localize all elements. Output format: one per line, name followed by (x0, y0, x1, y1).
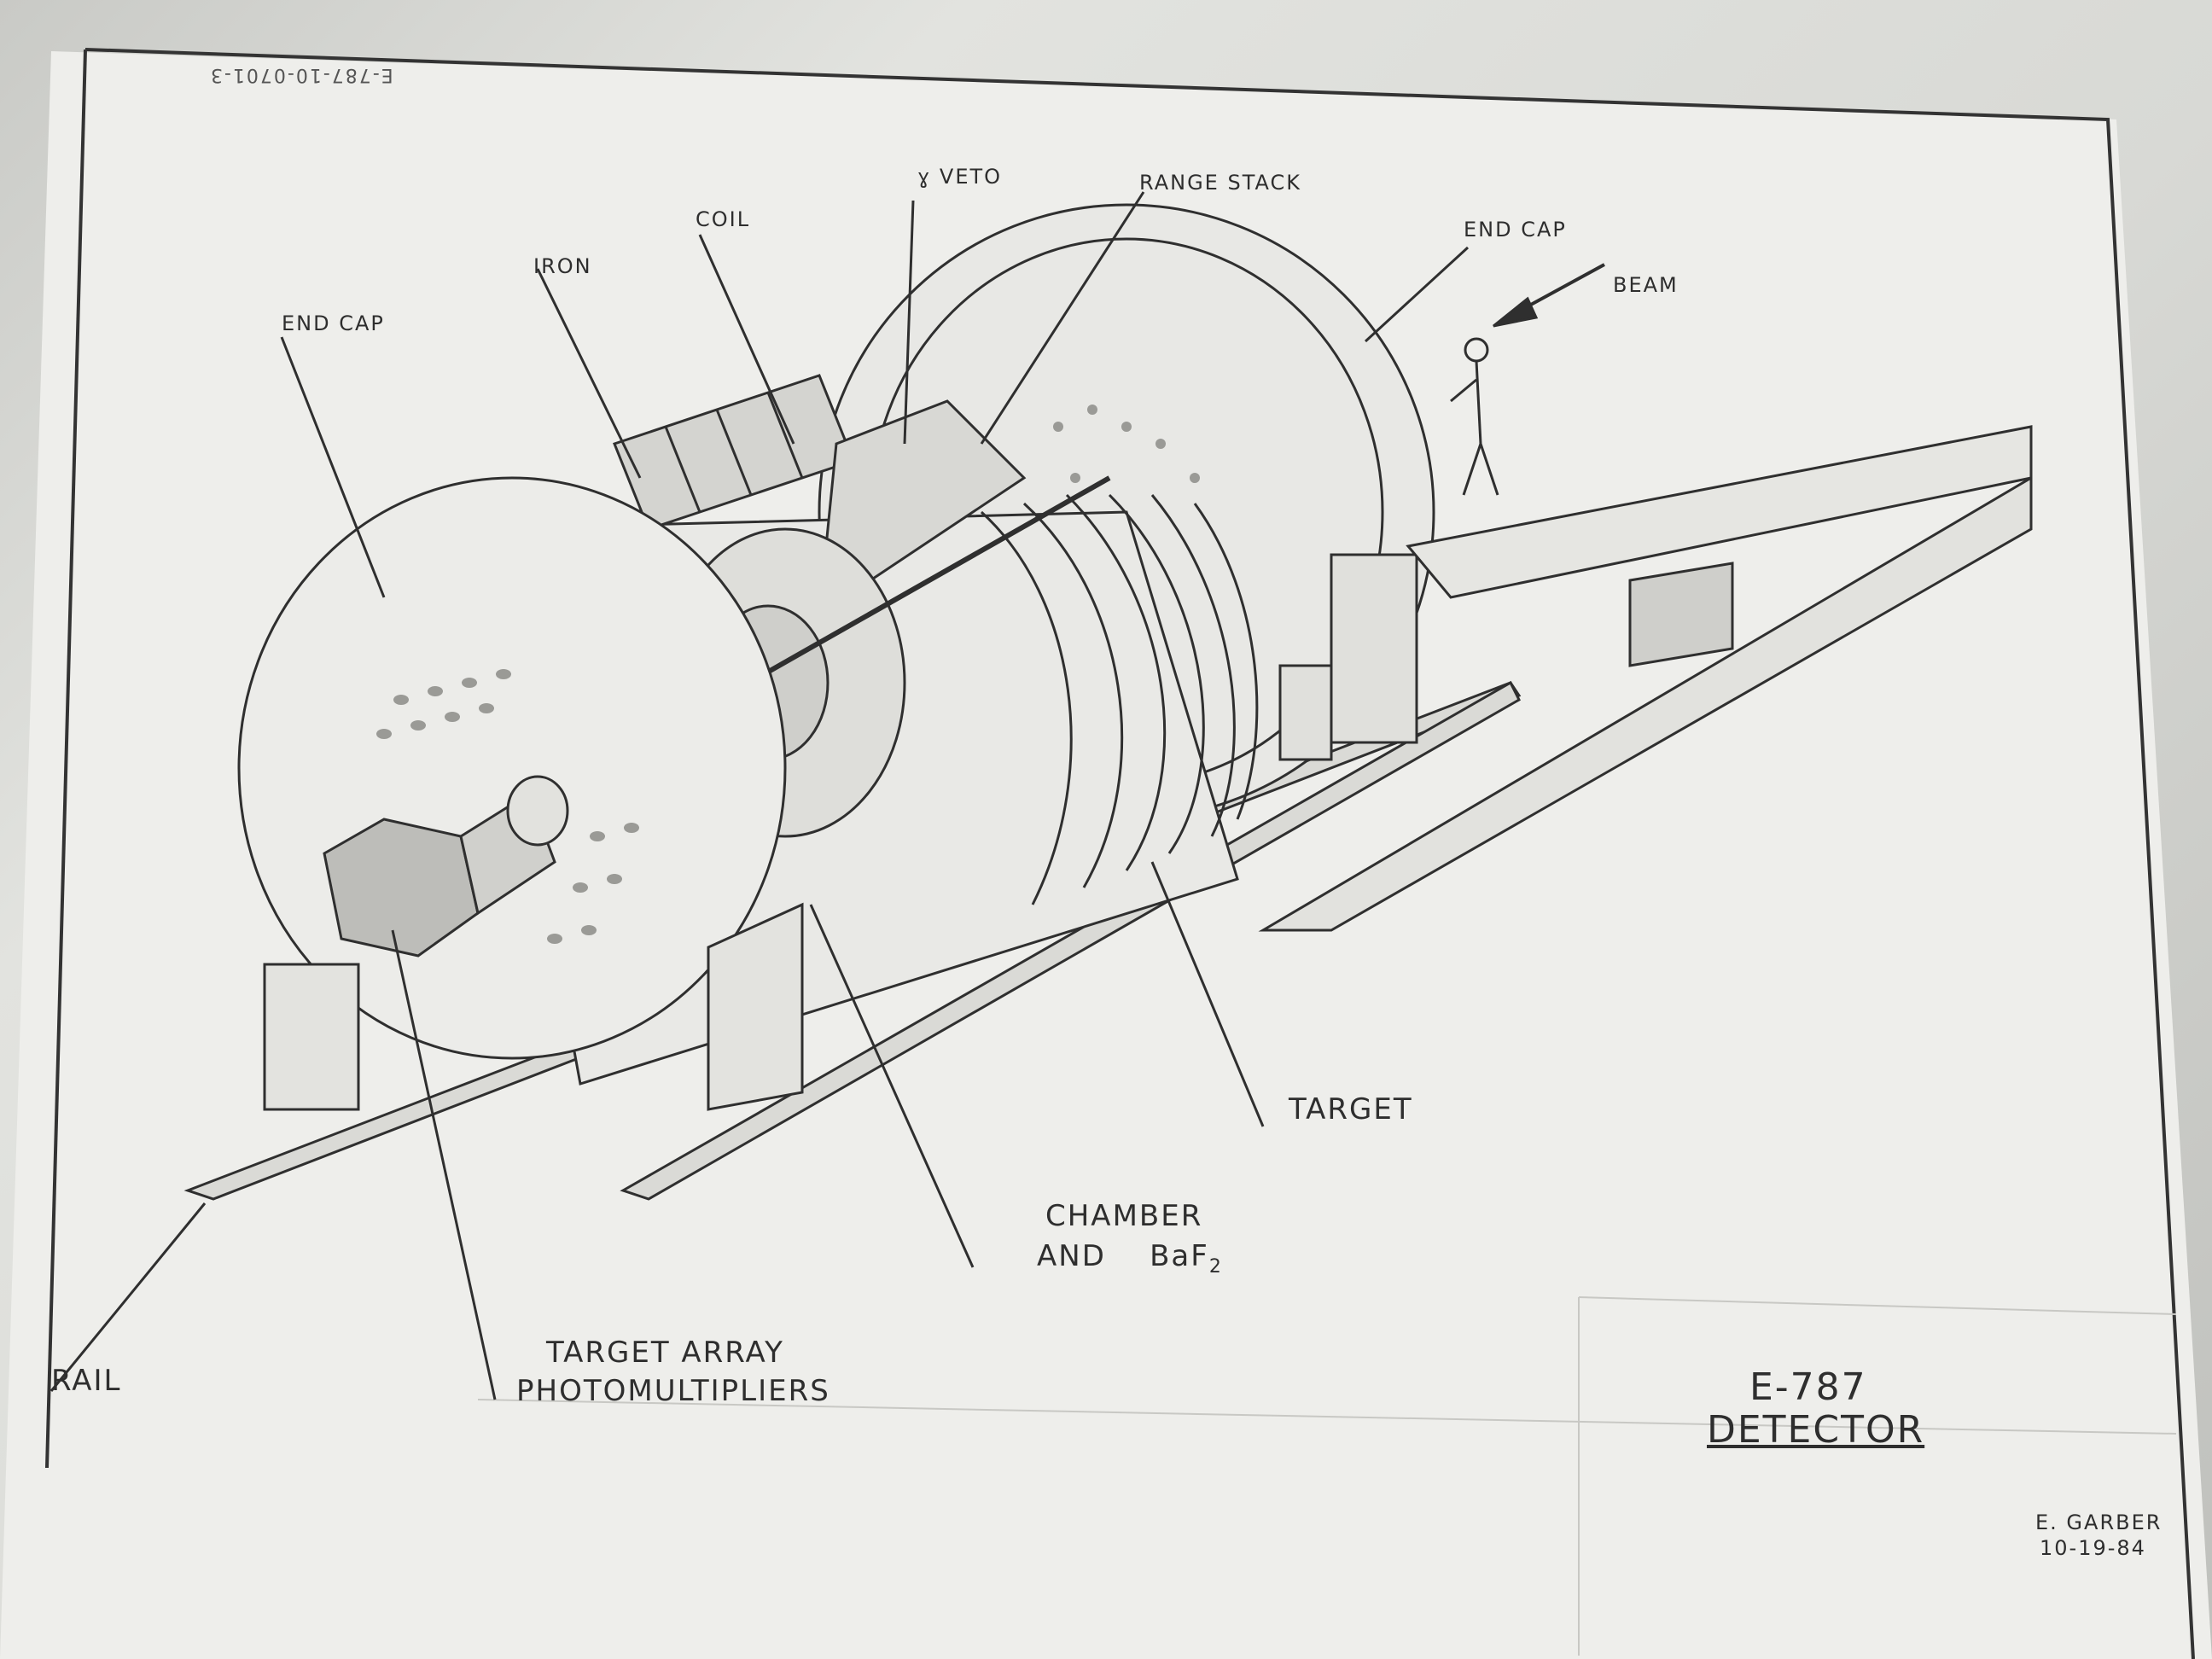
concrete-block (1628, 562, 1734, 667)
drawing-number-reverse: E-787-10-0701-3 (209, 64, 393, 85)
drawing-date: 10-19-84 (2040, 1536, 2146, 1560)
label-end-cap-right: END CAP (1464, 218, 1567, 242)
label-chamber-baf: BaF (1150, 1239, 1209, 1273)
label-chamber-subscript: 2 (1208, 1255, 1223, 1278)
photomultiplier-dots (376, 405, 1200, 944)
author-name: E. GARBER (2035, 1511, 2163, 1534)
person-figure (1450, 337, 1499, 496)
sheet-border-left (45, 49, 87, 1469)
label-target: TARGET (1289, 1092, 1413, 1126)
detector-drawing (49, 191, 2033, 1400)
label-veto: ɣ VETO (917, 165, 1003, 189)
target-rod (732, 475, 1111, 694)
label-chamber-and: AND (1037, 1239, 1106, 1273)
label-iron: IRON (533, 254, 592, 278)
label-range-stack: RANGE STACK (1139, 171, 1301, 195)
label-chamber-line2: AND BaF2 (1037, 1239, 1223, 1278)
title-number: E-787 (1749, 1365, 1867, 1409)
label-chamber-line1: CHAMBER (1045, 1199, 1203, 1233)
label-coil: COIL (696, 207, 751, 231)
label-target-array: TARGET ARRAY (546, 1336, 784, 1370)
label-rail: RAIL (51, 1364, 122, 1398)
label-beam: BEAM (1613, 273, 1679, 297)
title-detector: DETECTOR (1707, 1408, 1925, 1452)
label-end-cap-left: END CAP (282, 311, 385, 335)
label-photomultipliers: PHOTOMULTIPLIERS (516, 1374, 830, 1408)
sheet-border (84, 48, 2195, 1659)
title-block (477, 1296, 2177, 1656)
